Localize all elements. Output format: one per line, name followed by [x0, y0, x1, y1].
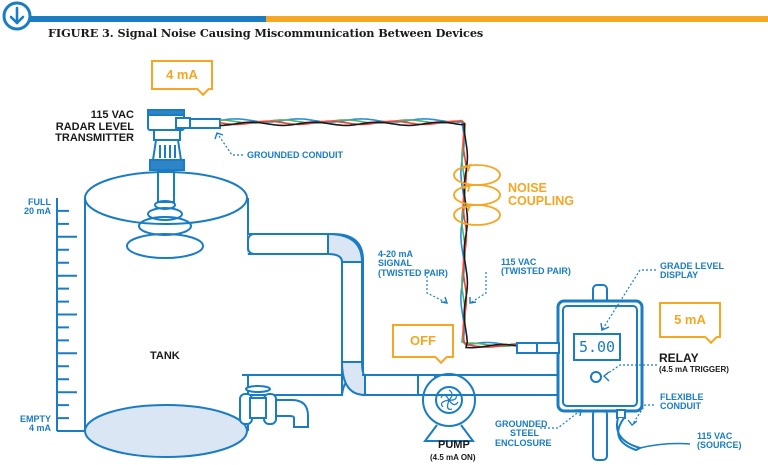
tank	[84, 171, 249, 458]
grounded-conduit-label: GROUNDED CONDUIT	[247, 150, 343, 160]
transmitter-label: 115 VAC RADAR LEVEL TRANSMITTER	[55, 109, 134, 145]
relay-label: RELAY	[659, 351, 699, 365]
twisted-wires	[219, 118, 517, 349]
pipe	[242, 232, 436, 397]
pump-label: PUMP	[438, 439, 470, 451]
scale-empty-label: EMPTY 4 mA	[19, 414, 51, 434]
source-label: 115 VAC (SOURCE)	[697, 431, 742, 451]
tank-valve	[239, 385, 309, 428]
display-label: GRADE LEVEL DISPLAY	[660, 261, 725, 281]
header-bar-blue	[22, 16, 266, 22]
power-wire-label: 115 VAC (TWISTED PAIR)	[501, 257, 571, 277]
tank-label: TANK	[150, 350, 180, 362]
flexible-conduit-label: FLEXIBLE CONDUIT	[660, 392, 704, 412]
signal-wire-label: 4-20 mA SIGNAL (TWISTED PAIR)	[378, 249, 448, 278]
noise-coupling-label: NOISE COUPLING	[508, 181, 574, 209]
relay-sublabel: (4.5 mA TRIGGER)	[659, 365, 729, 374]
noise-swirls	[453, 163, 501, 226]
relay-callout: 5 mA	[659, 302, 721, 338]
header-bar-orange	[266, 16, 768, 22]
enclosure-label: GROUNDED STEEL ENCLOSURE	[495, 419, 552, 448]
arrow-down-circle-icon	[2, 1, 32, 31]
level-scale	[56, 197, 160, 432]
pump-sublabel: (4.5 mA ON)	[430, 453, 476, 462]
radar-transmitter	[147, 109, 221, 171]
leader-arrowheads	[214, 132, 638, 426]
grade-level-display: 5.00	[573, 333, 621, 361]
pump	[422, 373, 476, 442]
leader-lines	[216, 132, 657, 429]
tank-liquid	[84, 404, 248, 458]
scale-full-label: FULL 20 mA	[23, 197, 51, 217]
transmitter-callout: 4 mA	[151, 60, 213, 90]
figure-title: FIGURE 3. Signal Noise Causing Miscommun…	[48, 26, 484, 40]
pump-callout: OFF	[392, 324, 454, 358]
